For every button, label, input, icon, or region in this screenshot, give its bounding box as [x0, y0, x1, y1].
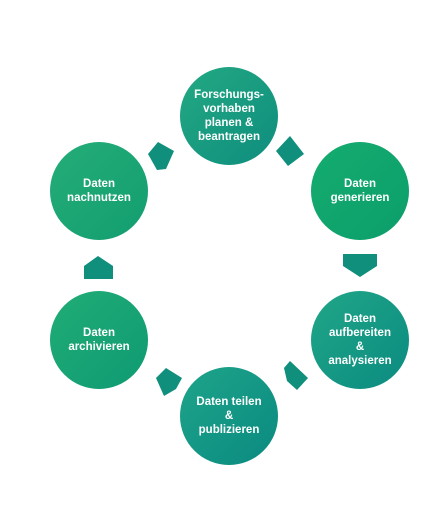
node-archive-data: Daten archivieren [50, 291, 148, 389]
arrow-generate-to-analyse [343, 254, 377, 277]
node-generate-data-label: Daten generieren [330, 178, 390, 204]
node-process-analyse-label: Daten aufbereiten & analysieren [328, 313, 392, 367]
arrow-reuse-to-plan [148, 142, 174, 170]
node-generate-data: Daten generieren [311, 142, 409, 240]
node-archive-data-label: Daten archivieren [68, 327, 130, 353]
node-share-publish-label: Daten teilen & publizieren [196, 396, 262, 436]
node-plan-research-label: Forschungs- vorhaben planen & beantragen [194, 89, 264, 143]
arrow-plan-to-generate [276, 136, 304, 166]
arrow-share-to-archive [156, 368, 182, 396]
node-reuse-data-label: Daten nachnutzen [67, 178, 131, 204]
node-reuse-data: Daten nachnutzen [50, 142, 148, 240]
arrow-analyse-to-share [284, 361, 308, 390]
arrow-archive-to-reuse [84, 256, 113, 279]
node-plan-research: Forschungs- vorhaben planen & beantragen [180, 67, 278, 165]
node-share-publish: Daten teilen & publizieren [180, 367, 278, 465]
node-process-analyse: Daten aufbereiten & analysieren [311, 291, 409, 389]
